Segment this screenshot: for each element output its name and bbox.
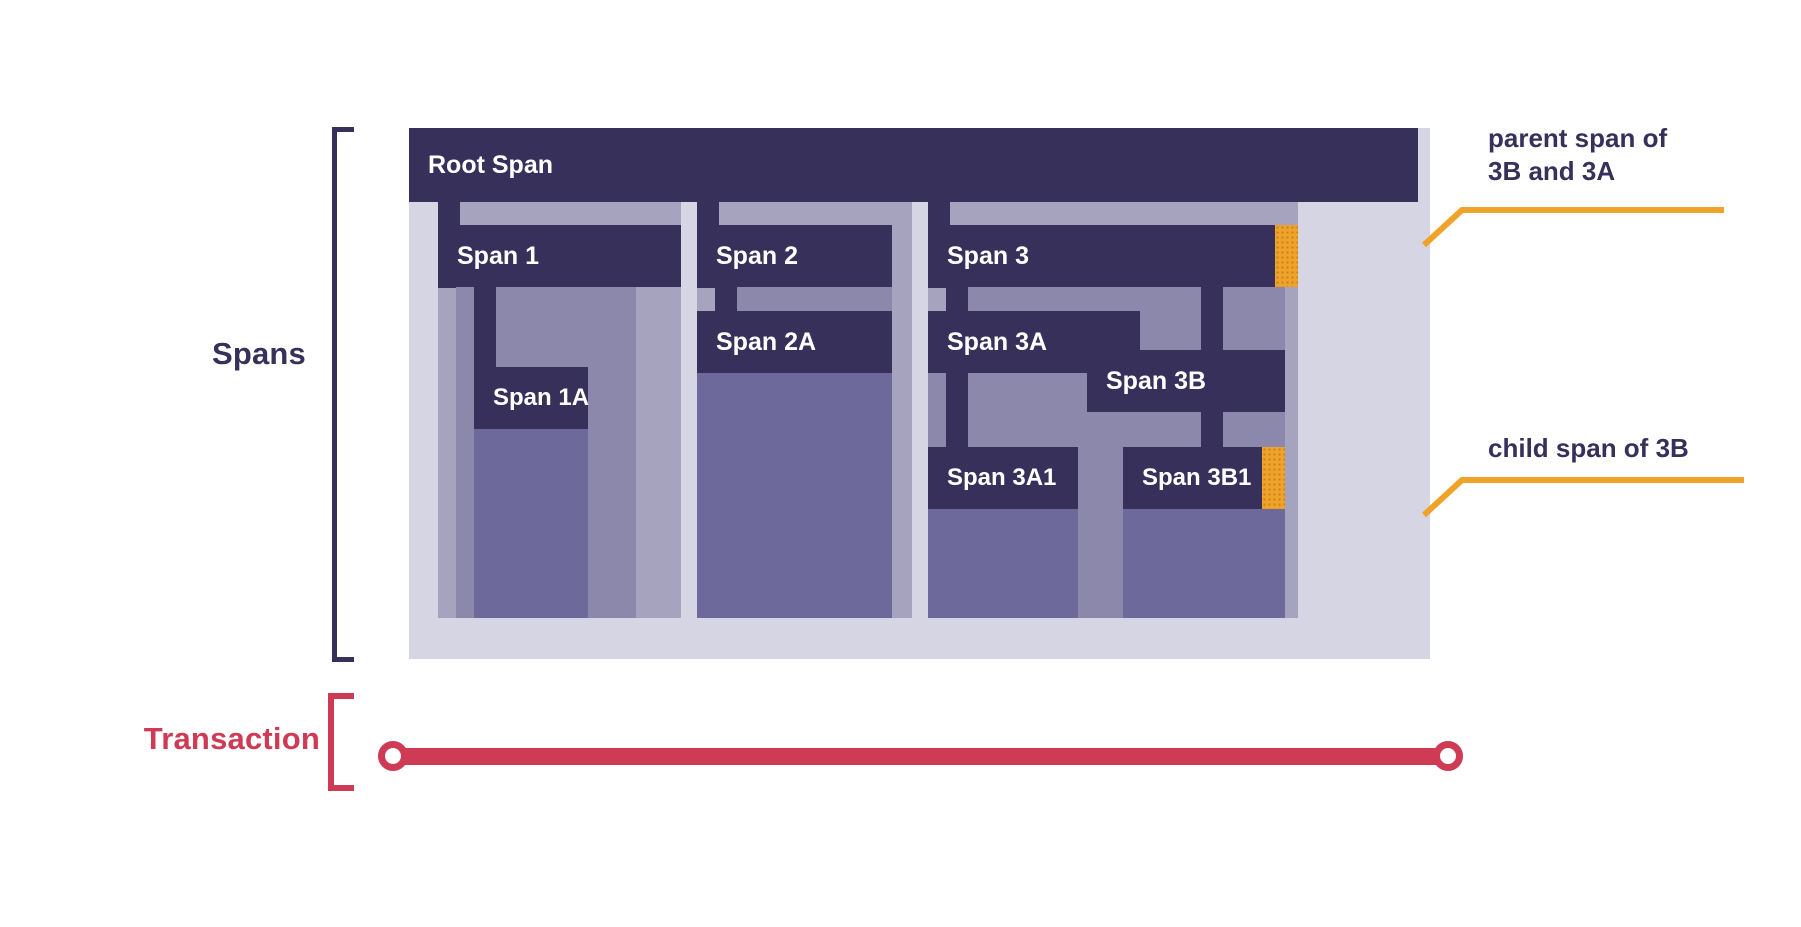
span-bar-3b1[interactable]: Span 3B1 xyxy=(1123,447,1285,509)
transaction-start-node[interactable] xyxy=(378,741,408,771)
span-label-3b1: Span 3B1 xyxy=(1142,464,1252,491)
span-label-2a: Span 2A xyxy=(716,327,817,356)
span-bar-1[interactable]: Span 1 xyxy=(438,225,681,287)
span-bar-3a1[interactable]: Span 3A1 xyxy=(928,447,1078,509)
spans-section-label: Spans xyxy=(211,336,306,371)
span-bar-2[interactable]: Span 2 xyxy=(697,225,892,287)
callout-parent-span: parent span of 3B and 3A xyxy=(1488,122,1788,189)
connector-3a-to-3a1 xyxy=(946,373,968,469)
spans-bracket xyxy=(332,127,354,662)
transaction-end-node[interactable] xyxy=(1433,741,1463,771)
span-body-3a1-inner xyxy=(928,509,1078,618)
highlight-chip-span-3b1[interactable] xyxy=(1262,447,1285,509)
span-body-3b1-inner xyxy=(1123,509,1285,618)
callout-parent-line1: parent span of xyxy=(1488,123,1668,153)
callout-leader-line-parent xyxy=(1421,207,1724,248)
span-bar-root[interactable]: Root Span xyxy=(409,128,1418,202)
highlight-chip-span-3[interactable] xyxy=(1275,225,1298,287)
span-bar-3b[interactable]: Span 3B xyxy=(1087,350,1285,412)
spans-trace-canvas: Root Span Span 1 Span 1A Span 2 xyxy=(409,128,1430,659)
transaction-duration-bar[interactable] xyxy=(388,748,1458,765)
callout-leader-line-child xyxy=(1421,477,1744,518)
span-body-2a-inner xyxy=(697,373,892,618)
span-label-3: Span 3 xyxy=(947,241,1029,270)
transaction-bracket xyxy=(328,693,354,791)
span-label-1: Span 1 xyxy=(457,241,539,270)
span-bar-2a-el[interactable]: Span 2A xyxy=(697,311,892,373)
transaction-section-label: Transaction xyxy=(143,721,320,756)
callout-child-line1: child span of 3B xyxy=(1488,433,1689,463)
span-label-root: Root Span xyxy=(428,150,553,179)
span-label-1a: Span 1A xyxy=(493,384,590,411)
span-body-1a-inner xyxy=(474,429,588,618)
span-label-3a1: Span 3A1 xyxy=(947,464,1057,491)
span-bar-3[interactable]: Span 3 xyxy=(928,225,1298,287)
span-label-3b: Span 3B xyxy=(1106,366,1207,395)
span-label-2: Span 2 xyxy=(716,241,798,270)
span-label-3a: Span 3A xyxy=(947,327,1048,356)
callout-parent-line2: 3B and 3A xyxy=(1488,156,1616,187)
callout-child-span: child span of 3B xyxy=(1488,432,1801,465)
span-bar-1a[interactable]: Span 1A xyxy=(474,367,590,429)
